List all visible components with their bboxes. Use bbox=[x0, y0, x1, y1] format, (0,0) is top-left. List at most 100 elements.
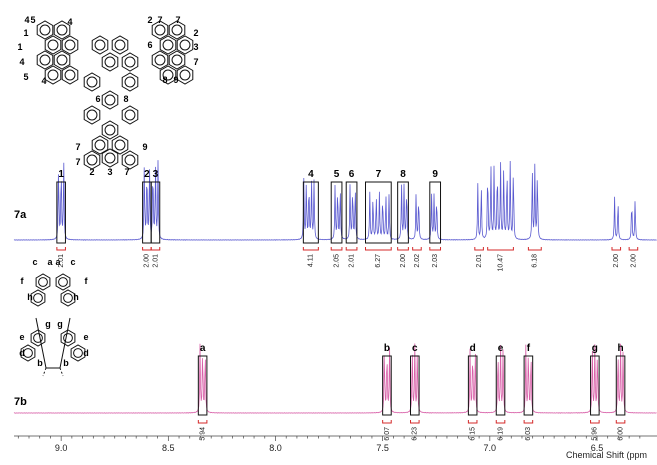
x-tick-label: 7.5 bbox=[376, 443, 389, 453]
integral-bracket-7a-14 bbox=[628, 247, 639, 251]
structure-atom-label: c bbox=[70, 257, 75, 267]
integral-value-7b-3: 6.15 bbox=[470, 427, 477, 441]
structure-atom-label: 5 bbox=[23, 72, 28, 82]
peak-box-7b-c bbox=[410, 355, 420, 416]
integral-bracket-7a-9 bbox=[429, 247, 442, 251]
peak-box-7b-e bbox=[495, 355, 506, 416]
structure-atom-label: g bbox=[45, 319, 51, 329]
structure-atom-label: 7 bbox=[75, 142, 80, 152]
structure-atom-label: 6 bbox=[147, 40, 152, 50]
integral-value-7b-2: 6.23 bbox=[412, 427, 419, 441]
peak-box-7a-5 bbox=[330, 181, 343, 244]
benzene-ring bbox=[83, 72, 101, 92]
aromatic-circle bbox=[114, 139, 126, 151]
integral-bracket-7b-0 bbox=[197, 420, 208, 424]
structure-atom-label: h bbox=[73, 292, 79, 302]
aromatic-circle bbox=[63, 333, 73, 343]
benzene-ring bbox=[20, 344, 36, 362]
structure-atom-label: 2 bbox=[147, 15, 152, 25]
aromatic-circle bbox=[63, 293, 73, 303]
integral-value-7b-4: 6.19 bbox=[497, 427, 504, 441]
x-tick-label: 9.0 bbox=[55, 443, 68, 453]
integral-bracket-7a-5 bbox=[345, 247, 358, 251]
benzene-ring bbox=[151, 50, 169, 70]
integral-bracket-7a-11 bbox=[487, 247, 514, 251]
structure-atom-label: 2 bbox=[193, 28, 198, 38]
structure-atom-label: c bbox=[32, 257, 37, 267]
benzene-ring bbox=[61, 65, 79, 85]
peak-box-7b-h bbox=[615, 355, 626, 416]
methyl-bonds bbox=[42, 367, 64, 377]
structure-atom-label: d bbox=[83, 348, 89, 358]
aromatic-circle bbox=[104, 124, 116, 136]
benzene-ring bbox=[101, 120, 119, 140]
benzene-ring bbox=[91, 135, 109, 155]
benzene-ring bbox=[60, 289, 76, 307]
aromatic-circle bbox=[47, 39, 59, 51]
structure-atom-label: a bbox=[55, 257, 61, 267]
structure-atom-label: 9 bbox=[173, 75, 178, 85]
benzene-ring bbox=[30, 329, 46, 347]
benzene-ring bbox=[168, 50, 186, 70]
integral-value-7a-14: 2.00 bbox=[630, 254, 637, 268]
peak-box-7a-1 bbox=[56, 181, 66, 244]
aromatic-circle bbox=[114, 39, 126, 51]
structure-atom-label: 7 bbox=[193, 57, 198, 67]
peak-label-7b-c: c bbox=[412, 343, 418, 354]
integral-value-7a-12: 6.18 bbox=[532, 254, 539, 268]
structure-atom-label: 1 bbox=[23, 28, 28, 38]
aromatic-circle bbox=[104, 56, 116, 68]
integral-bracket-7a-13 bbox=[611, 247, 622, 251]
peak-label-7a-4: 4 bbox=[308, 169, 314, 180]
benzene-ring bbox=[53, 20, 71, 40]
benzene-ring bbox=[121, 52, 139, 72]
structure-atom-label: f bbox=[21, 276, 25, 286]
aromatic-circle bbox=[64, 69, 76, 81]
peak-label-7b-d: d bbox=[470, 343, 476, 354]
integral-bracket-7a-2 bbox=[150, 247, 161, 251]
integral-value-7a-2: 2.01 bbox=[152, 254, 159, 268]
structure-atom-label: 8 bbox=[123, 94, 128, 104]
structure-atom-label: b bbox=[63, 358, 69, 368]
aromatic-circle bbox=[73, 348, 83, 358]
benzene-ring bbox=[55, 273, 71, 291]
x-tick-label: 6.5 bbox=[591, 443, 604, 453]
benzene-ring bbox=[60, 329, 76, 347]
structure-atom-label: 7 bbox=[75, 157, 80, 167]
peak-box-7b-a bbox=[197, 355, 208, 416]
integral-value-7a-11: 10.47 bbox=[497, 254, 504, 272]
aromatic-circle bbox=[86, 76, 98, 88]
integral-bracket-7b-7 bbox=[615, 420, 626, 424]
structure-atom-label: 3 bbox=[107, 167, 112, 177]
structure-atom-label: 7 bbox=[124, 167, 129, 177]
peak-label-7b-f: f bbox=[527, 343, 531, 354]
benzene-ring bbox=[121, 72, 139, 92]
benzene-ring bbox=[111, 35, 129, 55]
x-tick-label: 8.0 bbox=[269, 443, 282, 453]
aromatic-circle bbox=[58, 277, 68, 287]
structure-atom-label: 6 bbox=[95, 94, 100, 104]
integral-bracket-7a-1 bbox=[142, 247, 152, 251]
integral-bracket-7a-8 bbox=[412, 247, 422, 251]
aromatic-circle bbox=[154, 24, 166, 36]
benzene-ring bbox=[101, 52, 119, 72]
aromatic-circle bbox=[179, 39, 191, 51]
integral-value-7a-5: 2.01 bbox=[348, 254, 355, 268]
benzene-ring bbox=[176, 65, 194, 85]
benzene-ring bbox=[101, 90, 119, 110]
integral-value-7a-1: 2.00 bbox=[144, 254, 151, 268]
cyclooctatetraene-ring bbox=[35, 317, 71, 369]
benzene-ring bbox=[121, 105, 139, 125]
integral-value-7b-7: 6.00 bbox=[617, 427, 624, 441]
benzene-ring bbox=[83, 105, 101, 125]
x-tick-label: 7.0 bbox=[484, 443, 497, 453]
integral-bracket-7b-4 bbox=[495, 420, 506, 424]
peak-label-7a-5: 5 bbox=[334, 169, 340, 180]
structure-atom-label: h bbox=[27, 292, 33, 302]
integral-value-7a-4: 2.05 bbox=[333, 254, 340, 268]
benzene-ring bbox=[35, 273, 51, 291]
aromatic-circle bbox=[56, 24, 68, 36]
integral-bracket-7a-0 bbox=[56, 247, 66, 251]
